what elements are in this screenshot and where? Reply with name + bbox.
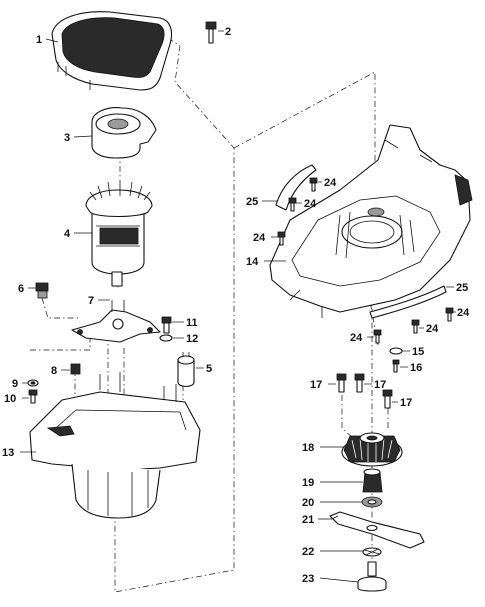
callout-25-a: 25 [246,196,258,208]
callout-24-f: 24 [350,332,363,344]
part-21-blade [329,511,425,549]
part-25-strip-lower [369,285,447,319]
callout-12: 12 [186,333,198,345]
callout-7: 7 [88,295,94,307]
callout-24-e: 24 [426,323,439,335]
callout-9: 9 [12,378,18,390]
callout-labels: 1 2 3 4 6 7 8 9 10 11 12 5 13 14 15 16 1… [2,26,470,585]
part-11-screw [161,316,172,334]
callout-11: 11 [186,317,198,329]
part-24-screws [277,177,454,344]
part-4-motor [85,180,153,287]
part-20-washer [361,496,383,508]
part-8-nut [70,363,81,375]
callout-3: 3 [64,132,70,144]
part-9-washer [27,379,39,387]
part-18-fan [341,432,403,467]
part-17-screws [336,373,393,409]
callout-15: 15 [412,346,424,358]
part-3-motor-cap [91,107,157,159]
part-22-star-washer [362,547,382,557]
part-5-capacitor [177,352,195,388]
callout-24-d: 24 [457,307,470,319]
callout-16: 16 [410,362,422,374]
callout-17-a: 17 [310,379,322,391]
callout-19: 19 [302,477,314,489]
part-16-screw [392,359,400,373]
callout-22: 22 [302,546,314,558]
callout-14: 14 [246,256,259,268]
part-19-hub [362,468,383,493]
callout-8: 8 [51,365,57,377]
part-12-washer [159,334,173,342]
callout-6: 6 [18,283,24,295]
callout-17-c: 17 [400,397,412,409]
callout-24-c: 24 [253,232,266,244]
part-13-motor-housing [29,372,201,519]
callout-21: 21 [302,514,314,526]
callout-leaders [20,30,456,583]
part-14-mower-deck [269,124,473,318]
callout-10: 10 [4,393,16,405]
callout-5: 5 [206,363,212,375]
callout-2: 2 [225,26,231,38]
callout-4: 4 [64,228,71,240]
callout-23: 23 [302,573,314,585]
callout-18: 18 [302,442,314,454]
callout-20: 20 [302,497,314,509]
callout-1: 1 [36,34,42,46]
callout-25-b: 25 [456,282,468,294]
part-7-bracket [71,300,161,343]
callout-13: 13 [2,447,14,459]
part-1-top-cover [51,11,173,91]
part-15-washer [389,347,403,355]
part-23-blade-bolt [357,561,387,592]
callout-17-b: 17 [374,379,386,391]
callout-24-a: 24 [324,177,337,189]
part-2-screw [205,21,217,44]
part-10-screw [28,389,38,404]
callout-24-b: 24 [304,198,317,210]
part-6-grommet [35,282,49,299]
